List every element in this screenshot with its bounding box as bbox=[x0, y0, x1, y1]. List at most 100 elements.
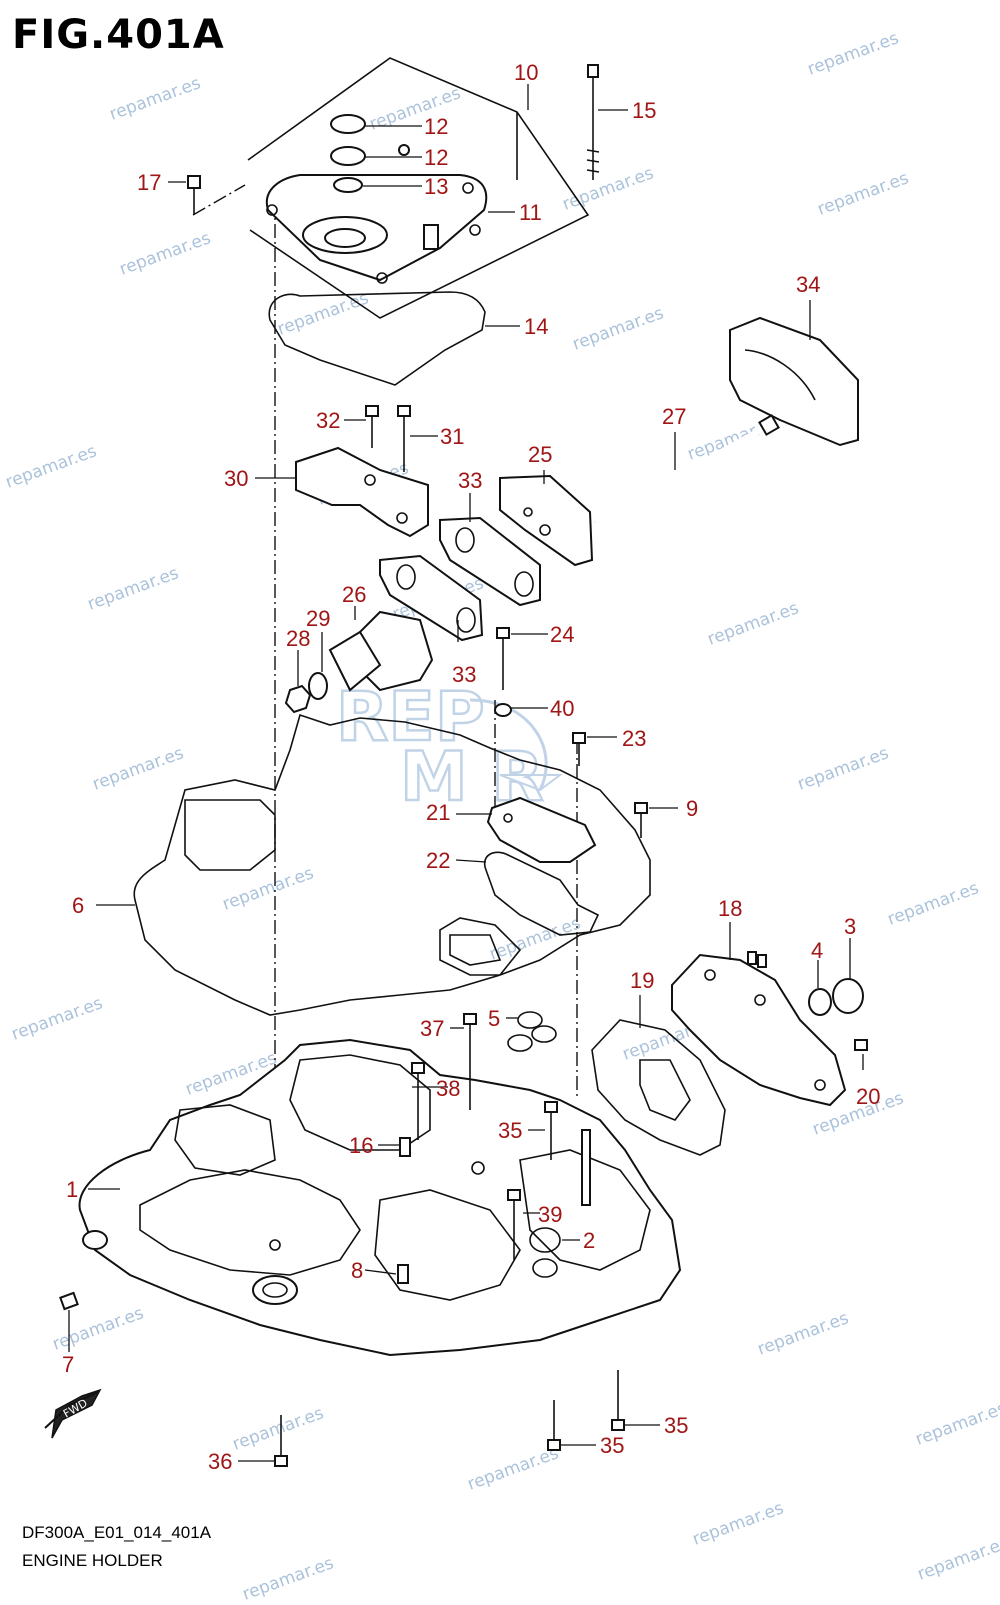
engine-holder-1 bbox=[78, 1038, 682, 1357]
o-ring-4 bbox=[808, 988, 832, 1016]
callout-19: 19 bbox=[630, 968, 654, 993]
gasket-22 bbox=[483, 851, 600, 936]
washer-40 bbox=[494, 703, 512, 717]
oil-seal-lower bbox=[330, 146, 366, 166]
gasket-19 bbox=[591, 1019, 726, 1156]
fwd-arrow-icon: FWD bbox=[44, 1388, 102, 1439]
leader-lines bbox=[68, 84, 864, 1462]
watermark-text: repamar.es bbox=[9, 993, 106, 1044]
callout-9: 9 bbox=[686, 796, 698, 821]
bolt-20 bbox=[854, 1039, 868, 1051]
callout-35: 35 bbox=[498, 1118, 522, 1143]
callout-35: 35 bbox=[664, 1413, 688, 1438]
bolt-9 bbox=[634, 802, 648, 838]
callout-16: 16 bbox=[349, 1133, 373, 1158]
watermark-text: repamar.es bbox=[90, 743, 187, 794]
bolt-23 bbox=[572, 732, 586, 766]
callout-27: 27 bbox=[662, 404, 686, 429]
callout-12: 12 bbox=[424, 114, 448, 139]
figure-title: FIG.401A bbox=[12, 12, 225, 58]
cover-plate-assembly bbox=[247, 57, 590, 319]
watermark-text: repamar.es bbox=[755, 1308, 852, 1359]
callout-40: 40 bbox=[550, 696, 574, 721]
watermark-logo: REP M R bbox=[335, 677, 563, 818]
watermark-text: repamar.es bbox=[885, 878, 982, 929]
callout-4: 4 bbox=[811, 938, 823, 963]
watermark-text: repamar.es bbox=[240, 1553, 337, 1600]
callout-21: 21 bbox=[426, 800, 450, 825]
callout-24: 24 bbox=[550, 622, 574, 647]
mount-bracket-30 bbox=[295, 405, 429, 538]
watermark-text: repamar.es bbox=[107, 73, 204, 124]
mount-plate-25 bbox=[499, 474, 594, 567]
callout-33: 33 bbox=[458, 468, 482, 493]
callout-25: 25 bbox=[528, 442, 552, 467]
cover-gasket bbox=[268, 291, 486, 386]
callout-2: 2 bbox=[583, 1228, 595, 1253]
o-rings-5 bbox=[507, 1011, 557, 1052]
through-bolt-27 bbox=[593, 414, 780, 525]
callout-18: 18 bbox=[718, 896, 742, 921]
figure-code: DF300A_E01_014_401A bbox=[22, 1523, 212, 1542]
nut-28 bbox=[284, 684, 312, 714]
bolt-24 bbox=[496, 627, 510, 690]
callout-17: 17 bbox=[137, 170, 161, 195]
mount-plates bbox=[379, 474, 594, 642]
callout-30: 30 bbox=[224, 466, 248, 491]
callout-7: 7 bbox=[62, 1352, 74, 1377]
callout-35: 35 bbox=[600, 1433, 624, 1458]
callout-23: 23 bbox=[622, 726, 646, 751]
callout-15: 15 bbox=[632, 98, 656, 123]
long-bolt-15 bbox=[586, 64, 600, 180]
watermark-text: repamar.es bbox=[815, 168, 912, 219]
callout-38: 38 bbox=[436, 1076, 460, 1101]
watermark-text: repamar.es bbox=[487, 913, 584, 964]
cover-outline-box bbox=[247, 57, 590, 319]
water-cover-18 bbox=[671, 951, 847, 1107]
watermark-text: repamar.es bbox=[230, 1403, 327, 1454]
dowel-8 bbox=[397, 1264, 409, 1284]
watermark-text: repamar.es bbox=[560, 163, 657, 214]
callout-12: 12 bbox=[424, 145, 448, 170]
holder-bolts bbox=[59, 1013, 625, 1467]
callout-10: 10 bbox=[514, 60, 538, 85]
rubber-mount-26 bbox=[284, 610, 434, 714]
watermark-text: repamar.es bbox=[690, 1498, 787, 1549]
large-gasket-6 bbox=[133, 713, 651, 1016]
bolt-17 bbox=[187, 175, 201, 214]
watermark-text: repamar.es bbox=[913, 1398, 1000, 1449]
callout-34: 34 bbox=[796, 272, 820, 297]
callout-22: 22 bbox=[426, 848, 450, 873]
figure-caption: ENGINE HOLDER bbox=[22, 1551, 163, 1570]
dowel-16 bbox=[399, 1137, 411, 1157]
washer-29 bbox=[308, 672, 328, 700]
callout-labels: 10 12 12 13 11 15 17 14 34 32 31 27 25 3… bbox=[62, 60, 880, 1474]
watermark-text: repamar.es bbox=[915, 1533, 1000, 1584]
callout-36: 36 bbox=[208, 1449, 232, 1474]
o-ring bbox=[333, 177, 363, 193]
callout-28: 28 bbox=[286, 626, 310, 651]
o-ring-2 bbox=[529, 1227, 561, 1253]
callout-8: 8 bbox=[351, 1258, 363, 1283]
callout-37: 37 bbox=[420, 1016, 444, 1041]
callout-5: 5 bbox=[488, 1006, 500, 1031]
callout-32: 32 bbox=[316, 408, 340, 433]
watermark-text: repamar.es bbox=[85, 563, 182, 614]
mount-bracket-34 bbox=[729, 316, 859, 447]
watermark-text: repamar.es bbox=[367, 83, 464, 134]
callout-13: 13 bbox=[424, 174, 448, 199]
callout-31: 31 bbox=[440, 424, 464, 449]
support-21 bbox=[486, 796, 597, 863]
callout-26: 26 bbox=[342, 582, 366, 607]
callout-33: 33 bbox=[452, 662, 476, 687]
watermark-text: repamar.es bbox=[220, 863, 317, 914]
callout-39: 39 bbox=[538, 1202, 562, 1227]
callout-3: 3 bbox=[844, 914, 856, 939]
callout-20: 20 bbox=[856, 1084, 880, 1109]
watermark-text: repamar.es bbox=[705, 598, 802, 649]
callout-29: 29 bbox=[306, 606, 330, 631]
watermark-text: repamar.es bbox=[117, 228, 214, 279]
plug-3 bbox=[832, 978, 864, 1014]
callout-1: 1 bbox=[66, 1177, 78, 1202]
